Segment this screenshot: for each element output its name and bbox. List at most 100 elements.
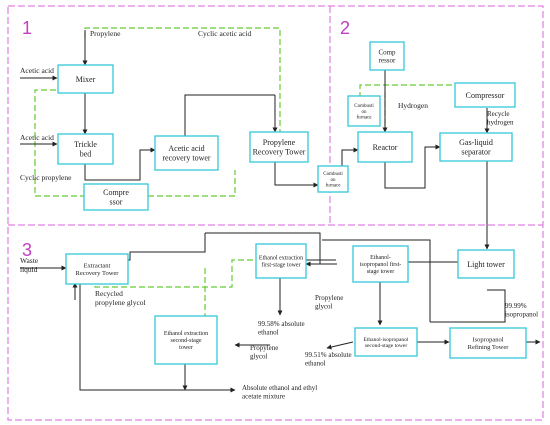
- unit-label: Propylene: [263, 138, 296, 147]
- unit-label: Ethanol-isopropanol: [364, 337, 409, 343]
- stream-label-recycled-propylene-glycol: propylene glycol: [95, 298, 146, 307]
- outer-border: [7, 5, 544, 421]
- unit-box-outline: [154, 135, 219, 171]
- unit-label: Isopropanol: [472, 337, 503, 344]
- process-arrows: [20, 30, 541, 393]
- unit-label: Trickle: [74, 140, 97, 149]
- unit-box-outline: [347, 95, 381, 127]
- unit-label: ressor: [379, 56, 396, 64]
- unit-label: second-stage: [171, 338, 202, 344]
- unit-box-outline: [354, 327, 418, 357]
- arrow-iso-second-to-ethanol: [326, 341, 354, 350]
- arrow-furnace-to-reactor: [341, 147, 359, 170]
- unit-mixer: Mixer: [57, 64, 114, 94]
- unit-label: Light tower: [467, 260, 505, 269]
- arrow-loop-extractant: [128, 233, 206, 261]
- unit-compressor-1: Compressor: [83, 183, 149, 211]
- recycle-cyclic-acetic-acid: [84, 27, 281, 138]
- unit-box-outline: [352, 245, 409, 283]
- unit-label: furnace: [357, 116, 373, 121]
- stream-label-isopropanol-9999: isopropanol: [505, 310, 538, 318]
- unit-label: Recovery Tower: [76, 270, 120, 277]
- stream-label-recycle-hydrogen: Recycle: [487, 110, 510, 118]
- unit-box-outline: [65, 253, 129, 285]
- section-number-2: 2: [340, 18, 350, 38]
- stream-label-propylene-glycol-1: glycol: [315, 302, 333, 310]
- arrow-light-to-iso: [322, 239, 431, 322]
- stream-label-propylene-glycol-2: Propylene: [250, 344, 278, 352]
- section-number-1: 1: [22, 18, 32, 38]
- recycle-mixer-loop: [34, 89, 65, 160]
- unit-label: Mixer: [76, 75, 96, 84]
- stream-label-recycled-propylene-glycol: Recycled: [95, 289, 123, 298]
- stream-label-cyclic-propylene: Cyclic propylene: [20, 173, 72, 182]
- arrow-reactor-to-separator: [384, 144, 441, 189]
- stream-label-waste-liquid: Waste: [20, 256, 39, 265]
- unit-box-outline: [154, 315, 218, 365]
- stream-label-propylene-glycol-1: Propylene: [315, 294, 343, 302]
- stream-label-recycle-hydrogen: hydrogen: [487, 118, 514, 126]
- unit-label: Refining Tower: [468, 344, 510, 351]
- section-number-3: 3: [22, 240, 32, 260]
- unit-label: on: [331, 178, 337, 183]
- unit-label: Gas-liquid: [459, 138, 493, 147]
- stream-label-isopropanol-9999: 99.99%: [505, 302, 527, 310]
- unit-label: recovery tower: [162, 153, 211, 162]
- unit-label: Compre: [103, 188, 129, 197]
- unit-label: furnace: [326, 184, 342, 189]
- unit-label: Comp: [378, 48, 396, 56]
- stream-label-cyclic-acetic-acid: Cyclic acetic acid: [198, 29, 252, 38]
- arrow-refine-loop: [430, 289, 506, 323]
- stream-label-absolute-ethanol-9951: 99.51% absolute: [305, 351, 352, 359]
- unit-box-outline: [439, 132, 513, 162]
- stream-label-absolute-ethanol-9951: ethanol: [305, 359, 326, 367]
- arrow-acetic-tower-top: [184, 94, 275, 136]
- unit-box-outline: [454, 82, 516, 108]
- unit-box-outline: [249, 131, 309, 163]
- unit-label: bed: [80, 149, 92, 158]
- unit-label: Ethanol extraction: [259, 256, 303, 262]
- unit-box-outline: [317, 165, 349, 193]
- unit-reactor: Reactor: [357, 131, 413, 163]
- stream-label-waste-liquid: liquid: [20, 265, 38, 274]
- unit-label: Reactor: [373, 143, 398, 152]
- unit-label: on: [362, 110, 368, 115]
- stream-label-absolute-ethanol-9958: 99.58% absolute: [258, 320, 305, 328]
- unit-box-outline: [457, 249, 515, 279]
- unit-box-outline: [369, 41, 405, 71]
- stream-label-propylene-glycol-2: glycol: [250, 352, 268, 360]
- unit-box-outline: [357, 131, 413, 163]
- unit-light-tower: Light tower: [457, 249, 515, 279]
- arrow-propylene-recovery-to-furnace: [274, 160, 319, 188]
- unit-label: Acetic acid: [168, 144, 204, 153]
- unit-ethanol-isopropanol-first: Ethanol-isopropanol first-stage tower: [352, 245, 409, 283]
- recycle-cyclic-propylene-right: [148, 170, 236, 197]
- unit-compressor-top: Compressor: [369, 41, 405, 71]
- stream-label-acetic-acid-1: Acetic acid: [20, 66, 54, 75]
- unit-label: Extractant: [84, 263, 111, 270]
- unit-box-outline: [83, 183, 149, 211]
- unit-label: Ethanol-: [370, 255, 391, 261]
- arrow-top-loop: [205, 232, 321, 264]
- unit-label: stage tower: [367, 269, 395, 275]
- unit-label: tower: [179, 345, 193, 351]
- unit-label: second-stage tower: [365, 343, 407, 349]
- unit-label: Ethanol extraction: [164, 331, 208, 337]
- stream-label-propylene: Propylene: [90, 29, 121, 38]
- unit-label: Recovery Tower: [253, 147, 306, 156]
- stream-label-absolute-ethanol-9958: ethanol: [258, 328, 279, 336]
- unit-label: ssor: [110, 197, 123, 206]
- unit-box-outline: [57, 133, 114, 165]
